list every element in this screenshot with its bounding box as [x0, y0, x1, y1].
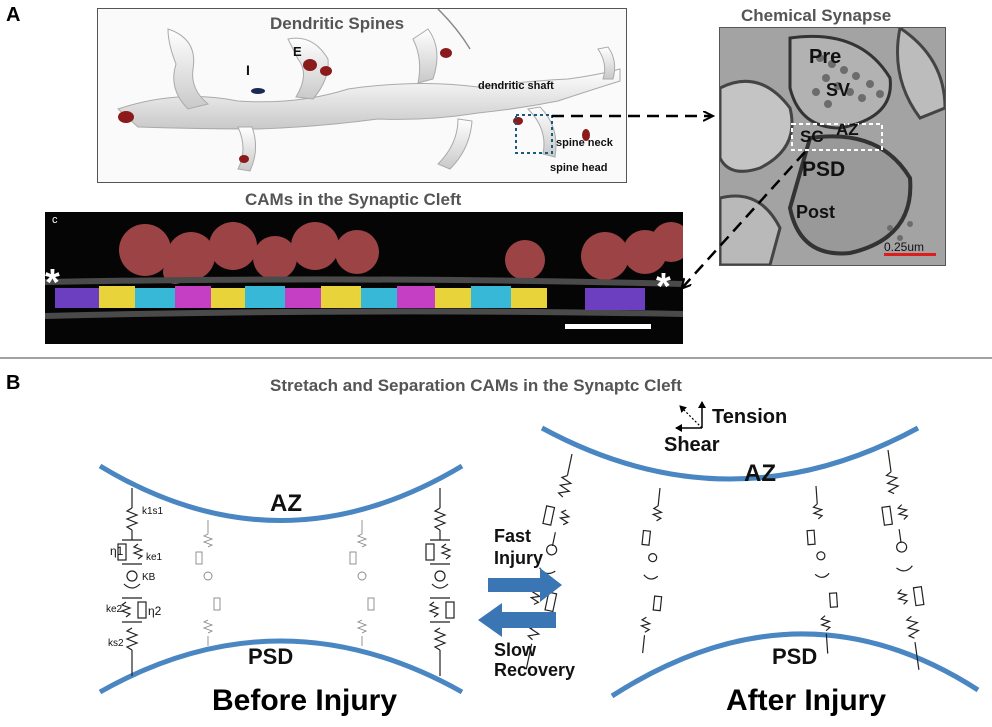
label-sv: SV [826, 80, 851, 100]
before-az-membrane [98, 463, 464, 523]
cams-star-left: * [45, 262, 60, 304]
before-psd-label: PSD [248, 644, 294, 669]
slow-recovery-arrow [478, 603, 556, 637]
label-dendritic-shaft: dendritic shaft [478, 80, 554, 92]
label-pre: Pre [809, 46, 842, 68]
combined-load-arrow [679, 405, 703, 429]
spring-label-ks1: k⁢1s1 [142, 506, 164, 517]
label-post: Post [796, 202, 836, 222]
label-scale-bar: 0.25um [884, 240, 925, 254]
shear-label: Shear [664, 434, 720, 456]
dendrite-rendering [117, 8, 621, 172]
spine-highlight-box [515, 114, 553, 154]
label-sc: SC [800, 127, 824, 146]
label-az: AZ [836, 120, 859, 139]
synapse-em-texture [720, 28, 945, 265]
after-injury-label: After Injury [726, 684, 887, 717]
before-injury-label: Before Injury [212, 684, 398, 717]
tension-label: Tension [712, 406, 788, 428]
spring-label-kb: KB [142, 572, 156, 583]
before-cam-springs-faint [195, 520, 375, 646]
cams-title: CAMs in the Synaptic Cleft [245, 190, 462, 209]
before-psd-membrane [98, 638, 464, 695]
cams-rendering [45, 222, 683, 329]
cams-cleft-image [45, 212, 683, 344]
after-az-membrane [540, 425, 920, 482]
label-spine-neck: spine neck [556, 137, 613, 149]
dendritic-spines-title: Dendritic Spines [270, 14, 405, 33]
spring-label-ks2: ks2 [108, 638, 124, 649]
fast-label-2: Injury [494, 548, 544, 568]
spring-label-ke1: ke1 [146, 552, 163, 563]
spring-label-n2: η2 [148, 604, 162, 618]
before-az-label: AZ [270, 490, 302, 517]
chemical-synapse-title: Chemical Synapse [741, 6, 892, 25]
slow-label-2: Recovery [494, 660, 576, 680]
synapse-em-image [719, 27, 946, 266]
before-cam-springs [117, 488, 455, 676]
fast-label-1: Fast [494, 526, 532, 546]
cams-corner-label: c [52, 214, 58, 226]
after-cam-springs [525, 449, 925, 670]
label-psd: PSD [802, 158, 846, 181]
label-spine-head: spine head [550, 162, 608, 174]
fast-injury-arrow [488, 568, 562, 602]
dendritic-spines-image [97, 8, 627, 183]
after-az-label: AZ [744, 460, 776, 487]
spring-label-ke2: ke2 [106, 604, 123, 615]
arrow-synapse-to-cams [682, 151, 806, 288]
label-e: E [293, 44, 302, 59]
after-psd-label: PSD [772, 644, 818, 669]
after-psd-membrane [610, 631, 980, 699]
cams-star-right: * [656, 266, 671, 308]
panel-b-letter: B [6, 372, 21, 394]
spring-label-n1: η1 [110, 544, 124, 558]
slow-label-1: Slow [494, 640, 537, 660]
label-i: I [246, 62, 250, 78]
panel-a-letter: A [6, 4, 21, 26]
panel-b-title: Stretach and Separation CAMs in the Syna… [270, 376, 682, 395]
